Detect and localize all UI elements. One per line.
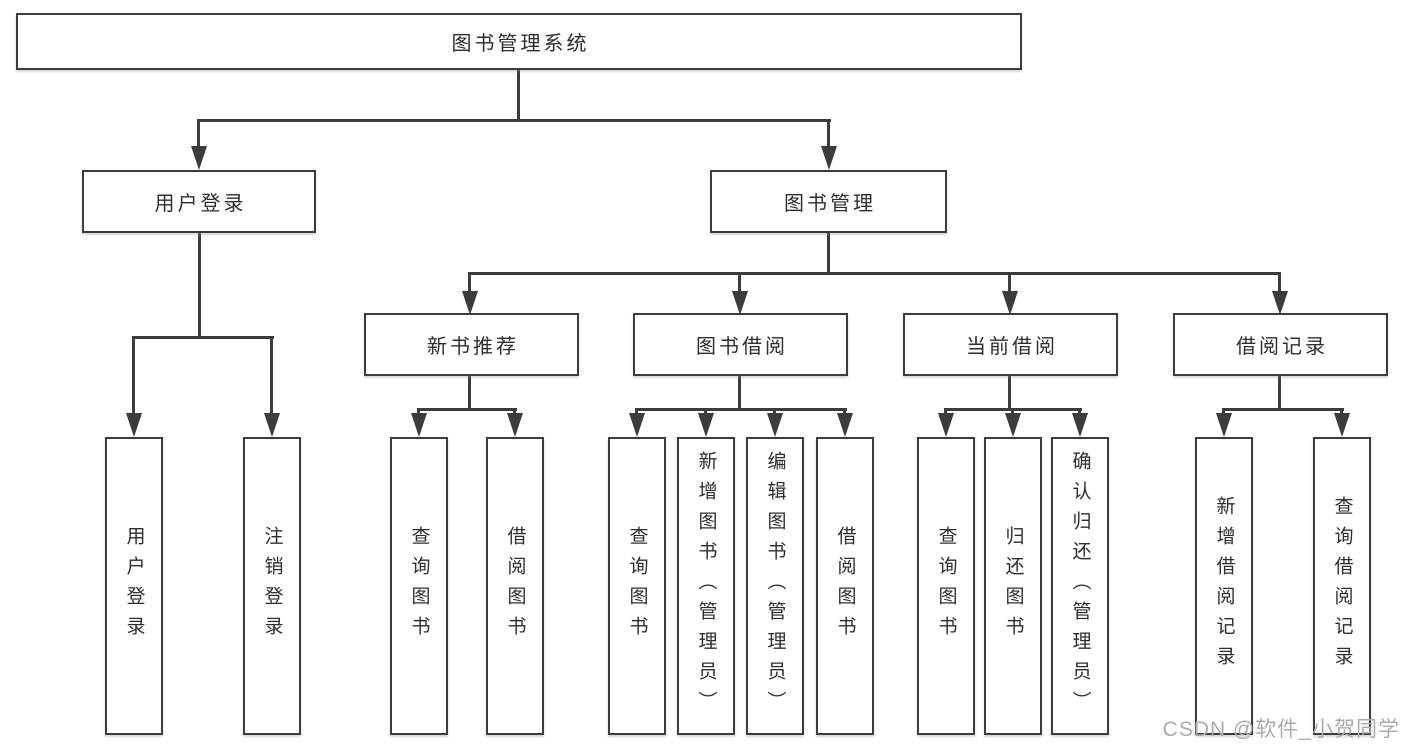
connector-level3-rail: [468, 272, 1281, 275]
connector-user-login-drop: [197, 119, 200, 148]
arrowhead-borrow-books-1: [507, 413, 523, 437]
arrowhead-borrowing: [732, 291, 748, 315]
arrowhead-return-books: [1005, 413, 1021, 437]
connector-l4-drop: [843, 408, 846, 415]
arrowhead-user-login: [191, 146, 207, 170]
arrowhead-add-borrow-record: [1216, 413, 1232, 437]
arrowhead-query-books-2: [629, 413, 645, 437]
leaf-return-books: 归还图书: [984, 437, 1042, 735]
connector-recommend-stem: [468, 376, 471, 409]
connector-l4-drop: [635, 408, 638, 415]
connector-borrowing-rail: [635, 408, 847, 411]
arrowhead-edit-book: [767, 413, 783, 437]
connector-current-stem: [1008, 376, 1011, 409]
connector-l4-drop: [1222, 408, 1225, 415]
connector-current-drop: [1008, 272, 1011, 293]
connector-leaf-user-login-drop: [132, 336, 135, 414]
connector-book-management-drop: [827, 119, 830, 148]
arrowhead-borrow-books-2: [837, 413, 853, 437]
connector-level2-rail: [197, 119, 831, 122]
connector-leaf-logout-drop: [270, 336, 273, 414]
leaf-confirm-return-admin: 确认归还（管理员）: [1051, 437, 1109, 735]
arrowhead-add-book: [698, 413, 714, 437]
node-book-borrowing: 图书借阅: [633, 313, 848, 376]
leaf-borrow-books-recommend: 借阅图书: [486, 437, 544, 735]
connector-records-drop: [1278, 272, 1281, 293]
connector-records-rail: [1222, 408, 1344, 411]
node-borrowing-records: 借阅记录: [1173, 313, 1388, 376]
connector-l4-drop: [1078, 408, 1081, 415]
arrowhead-current: [1002, 291, 1018, 315]
connector-recommend-rail: [417, 408, 517, 411]
leaf-add-borrow-record: 新增借阅记录: [1195, 437, 1253, 735]
node-new-book-recommendation: 新书推荐: [364, 313, 579, 376]
leaf-query-books-borrowing: 查询图书: [608, 437, 666, 735]
leaf-logout-login: 注销登录: [243, 437, 301, 735]
connector-l4-drop: [513, 408, 516, 415]
arrowhead-records: [1272, 291, 1288, 315]
connector-l4-drop: [1340, 408, 1343, 415]
leaf-query-books-recommend: 查询图书: [390, 437, 448, 735]
connector-root-stem: [517, 70, 520, 120]
connector-user-login-rail: [132, 336, 274, 339]
connector-l4-drop: [704, 408, 707, 415]
node-current-borrowing: 当前借阅: [903, 313, 1118, 376]
connector-l4-drop: [773, 408, 776, 415]
arrowhead-query-books-3: [938, 413, 954, 437]
connector-l4-drop: [417, 408, 420, 415]
connector-l4-drop: [944, 408, 947, 415]
node-user-login-branch: 用户登录: [82, 170, 316, 233]
leaf-edit-book-admin: 编辑图书（管理员）: [746, 437, 804, 735]
arrowhead-leaf-user-login: [126, 413, 142, 437]
connector-l4-drop: [1011, 408, 1014, 415]
node-book-management: 图书管理: [710, 170, 947, 233]
connector-user-login-stem: [198, 233, 201, 337]
arrowhead-query-borrow-record: [1334, 413, 1350, 437]
arrowhead-leaf-logout: [264, 413, 280, 437]
leaf-query-borrow-record: 查询借阅记录: [1313, 437, 1371, 735]
connector-records-stem: [1278, 376, 1281, 409]
leaf-borrow-books-borrowing: 借阅图书: [816, 437, 874, 735]
connector-borrowing-drop: [738, 272, 741, 293]
arrowhead-recommend: [462, 291, 478, 315]
leaf-user-login: 用户登录: [105, 437, 163, 735]
connector-borrowing-stem: [738, 376, 741, 409]
leaf-add-book-admin: 新增图书（管理员）: [677, 437, 735, 735]
arrowhead-book-management: [821, 146, 837, 170]
leaf-query-books-current: 查询图书: [917, 437, 975, 735]
connector-book-management-stem: [827, 233, 830, 274]
arrowhead-confirm-return: [1072, 413, 1088, 437]
arrowhead-query-books-1: [411, 413, 427, 437]
node-library-management-system: 图书管理系统: [16, 13, 1022, 70]
connector-recommend-drop: [468, 272, 471, 293]
watermark: CSDN @软件_小贺同学: [1162, 718, 1400, 741]
